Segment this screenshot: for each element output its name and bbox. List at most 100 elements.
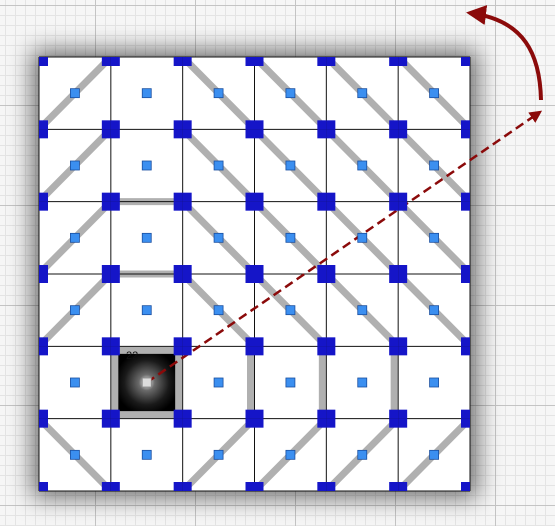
corner-handle[interactable] [101, 482, 111, 491]
cell-center-handle[interactable] [70, 88, 80, 99]
corner-handle[interactable] [101, 265, 111, 274]
cell-center-handle[interactable] [285, 377, 296, 388]
cell-center-handle[interactable] [141, 232, 152, 243]
corner-handle[interactable] [110, 57, 120, 66]
cell-center-handle[interactable] [141, 88, 152, 99]
corner-handle[interactable] [254, 346, 264, 356]
corner-handle[interactable] [173, 201, 183, 211]
corner-handle[interactable] [398, 201, 408, 211]
corner-handle[interactable] [317, 418, 327, 428]
corner-handle[interactable] [110, 409, 120, 419]
cell-center-handle[interactable] [213, 377, 224, 388]
cell-center-handle[interactable] [285, 160, 296, 171]
cell-center-handle[interactable] [141, 305, 152, 316]
corner-handle[interactable] [389, 409, 399, 419]
corner-handle[interactable] [317, 337, 327, 347]
corner-handle[interactable] [182, 418, 192, 428]
corner-handle[interactable] [39, 192, 48, 202]
corner-handle[interactable] [461, 346, 470, 356]
corner-handle[interactable] [254, 482, 264, 491]
corner-handle[interactable] [110, 482, 120, 491]
corner-handle[interactable] [317, 201, 327, 211]
corner-handle[interactable] [398, 346, 408, 356]
corner-handle[interactable] [254, 57, 264, 66]
cell-center-handle[interactable] [213, 88, 224, 99]
corner-handle[interactable] [101, 57, 111, 66]
corner-handle[interactable] [254, 274, 264, 283]
corner-handle[interactable] [173, 346, 183, 356]
corner-handle[interactable] [182, 337, 192, 347]
corner-handle[interactable] [317, 265, 327, 274]
corner-handle[interactable] [326, 409, 336, 419]
corner-handle[interactable] [173, 57, 183, 66]
corner-handle[interactable] [173, 337, 183, 347]
corner-handle[interactable] [389, 337, 399, 347]
cell-center-handle[interactable] [429, 305, 439, 316]
corner-handle[interactable] [101, 274, 111, 283]
corner-handle[interactable] [39, 418, 48, 428]
cell-center-handle[interactable] [429, 88, 439, 99]
corner-handle[interactable] [461, 192, 470, 202]
corner-handle[interactable] [461, 120, 470, 130]
corner-handle[interactable] [398, 337, 408, 347]
corner-handle[interactable] [101, 120, 111, 130]
corner-handle[interactable] [389, 346, 399, 356]
cell-center-handle[interactable] [70, 449, 80, 460]
corner-handle[interactable] [110, 274, 120, 283]
cell-center-handle[interactable] [285, 449, 296, 460]
corner-handle[interactable] [326, 192, 336, 202]
corner-handle[interactable] [245, 409, 255, 419]
corner-handle[interactable] [398, 120, 408, 130]
corner-handle[interactable] [254, 409, 264, 419]
cell-center-handle[interactable] [141, 449, 152, 460]
corner-handle[interactable] [326, 129, 336, 139]
corner-handle[interactable] [173, 129, 183, 139]
cell-center-handle[interactable] [70, 160, 80, 171]
corner-handle[interactable] [461, 57, 470, 66]
corner-handle[interactable] [389, 482, 399, 491]
corner-handle[interactable] [389, 274, 399, 283]
cell-center-handle[interactable] [357, 160, 368, 171]
cell-center-handle[interactable] [70, 305, 80, 316]
corner-handle[interactable] [245, 57, 255, 66]
cell-center-handle[interactable] [285, 305, 296, 316]
corner-handle[interactable] [326, 265, 336, 274]
corner-handle[interactable] [110, 120, 120, 130]
corner-handle[interactable] [326, 418, 336, 428]
corner-handle[interactable] [245, 337, 255, 347]
corner-handle[interactable] [39, 129, 48, 139]
corner-handle[interactable] [182, 346, 192, 356]
corner-handle[interactable] [245, 346, 255, 356]
corner-handle[interactable] [173, 274, 183, 283]
corner-handle[interactable] [317, 482, 327, 491]
cell-center-handle[interactable] [357, 88, 368, 99]
corner-handle[interactable] [398, 482, 408, 491]
cell-center-handle[interactable] [357, 232, 368, 243]
cell-center-handle[interactable] [357, 449, 368, 460]
corner-handle[interactable] [245, 265, 255, 274]
corner-handle[interactable] [173, 265, 183, 274]
cell-center-handle[interactable] [357, 377, 368, 388]
corner-handle[interactable] [317, 192, 327, 202]
corner-handle[interactable] [182, 129, 192, 139]
corner-handle[interactable] [317, 57, 327, 66]
corner-handle[interactable] [101, 409, 111, 419]
corner-handle[interactable] [245, 482, 255, 491]
corner-handle[interactable] [461, 201, 470, 211]
corner-handle[interactable] [461, 337, 470, 347]
corner-handle[interactable] [39, 337, 48, 347]
corner-handle[interactable] [461, 274, 470, 283]
corner-handle[interactable] [173, 409, 183, 419]
corner-handle[interactable] [39, 265, 48, 274]
corner-handle[interactable] [461, 129, 470, 139]
corner-handle[interactable] [317, 409, 327, 419]
corner-handle[interactable] [101, 129, 111, 139]
corner-handle[interactable] [389, 265, 399, 274]
corner-handle[interactable] [182, 57, 192, 66]
corner-handle[interactable] [110, 265, 120, 274]
corner-handle[interactable] [39, 57, 48, 66]
cell-center-handle[interactable] [357, 305, 368, 316]
corner-handle[interactable] [317, 346, 327, 356]
corner-handle[interactable] [326, 120, 336, 130]
cell-center-handle[interactable] [213, 305, 224, 316]
